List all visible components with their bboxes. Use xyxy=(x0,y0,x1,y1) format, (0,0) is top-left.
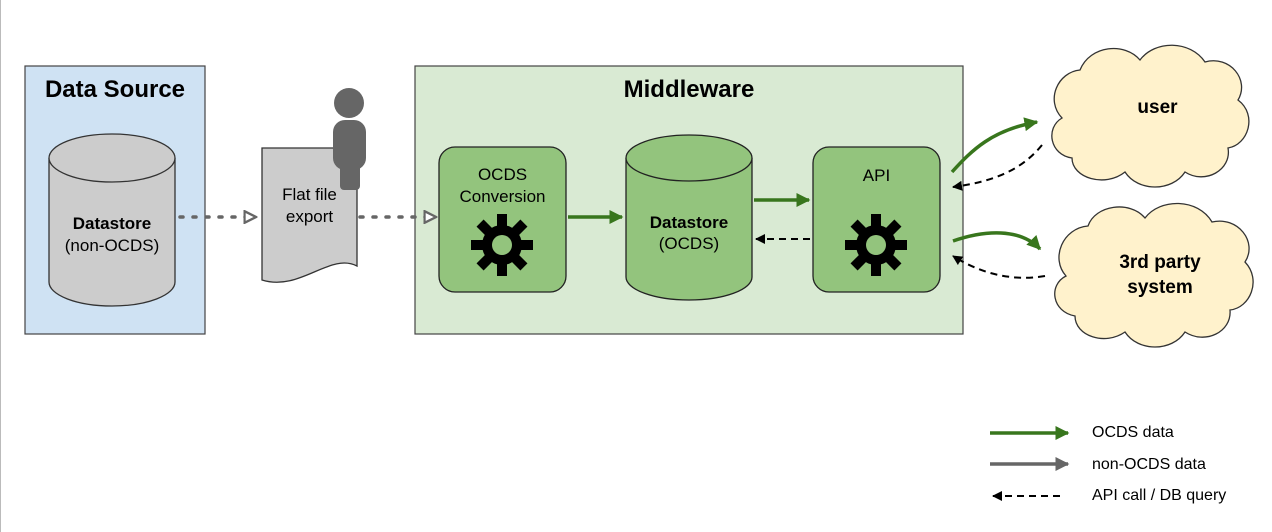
middleware-title: Middleware xyxy=(623,76,755,103)
person-icon xyxy=(333,88,366,190)
user-cloud xyxy=(1051,44,1250,188)
source-datastore-title: Datastore xyxy=(72,214,152,233)
conversion-gear-icon xyxy=(471,214,533,276)
api-to-user-arrow xyxy=(950,117,1039,174)
flat-file-document-icon xyxy=(261,147,358,283)
third-party-label-line1: 3rd party xyxy=(1119,252,1201,273)
api-label: API xyxy=(862,166,891,185)
api-gear-icon xyxy=(845,214,907,276)
third-party-label-line2: system xyxy=(1127,277,1193,298)
api-to-third-party-arrow xyxy=(952,231,1042,251)
flat-file-label-line1: Flat file xyxy=(282,185,337,204)
conversion-label-line2: Conversion xyxy=(459,187,546,206)
ocds-datastore-title: Datastore xyxy=(649,213,729,232)
user-label: user xyxy=(1137,97,1178,118)
user-to-api-call-arrow xyxy=(952,144,1043,191)
source-datastore-cylinder xyxy=(48,133,176,307)
legend-non-ocds-label: non-OCDS data xyxy=(1092,456,1206,473)
data-source-title: Data Source xyxy=(44,76,186,103)
source-datastore-subtitle: (non-OCDS) xyxy=(64,236,160,255)
legend-ocds-label: OCDS data xyxy=(1092,424,1174,441)
flat-file-label-line2: export xyxy=(285,207,334,226)
ocds-datastore-subtitle: (OCDS) xyxy=(658,234,720,253)
legend-api-call-label: API call / DB query xyxy=(1092,487,1227,504)
third-party-to-api-call-arrow xyxy=(952,255,1046,279)
ocds-datastore-cylinder xyxy=(625,134,753,301)
third-party-cloud xyxy=(1054,202,1254,348)
conversion-label-line1: OCDS xyxy=(477,165,528,184)
